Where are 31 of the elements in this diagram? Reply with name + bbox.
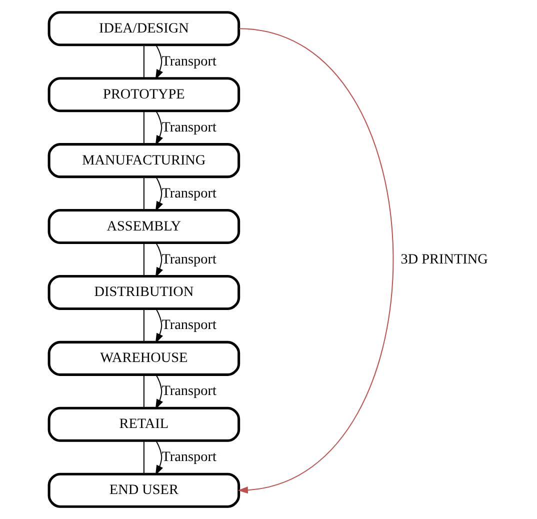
edge-label: Transport [161,53,216,70]
edge-label: Transport [161,119,216,136]
edge-label: 3D PRINTING [400,251,488,268]
arrow [154,176,162,212]
connector [142,243,144,276]
edge-label: Transport [161,383,216,400]
edge-label: Transport [161,317,216,334]
arrow [154,374,162,410]
arrow [154,308,162,344]
node-box: MANUFACTURING [47,143,240,178]
node-box: ASSEMBLY [47,209,240,244]
arrow [154,110,162,146]
edge-label: Transport [161,251,216,268]
connector [142,111,144,144]
node-box: DISTRIBUTION [47,274,240,310]
edge-label: Transport [161,449,216,466]
arrow [237,28,393,494]
node-box: PROTOTYPE [47,77,240,112]
arrow [154,440,162,476]
connector [142,374,144,408]
node-box: WAREHOUSE [47,340,240,376]
edge-label: Transport [161,185,216,202]
node-box: RETAIL [47,406,240,442]
connector [142,45,144,78]
node-box: IDEA/DESIGN [47,11,240,46]
connector [142,308,144,342]
node-box: END USER [47,472,240,508]
connector [142,440,144,474]
arrow [154,44,162,80]
arrow [154,242,162,278]
connector [142,177,144,210]
